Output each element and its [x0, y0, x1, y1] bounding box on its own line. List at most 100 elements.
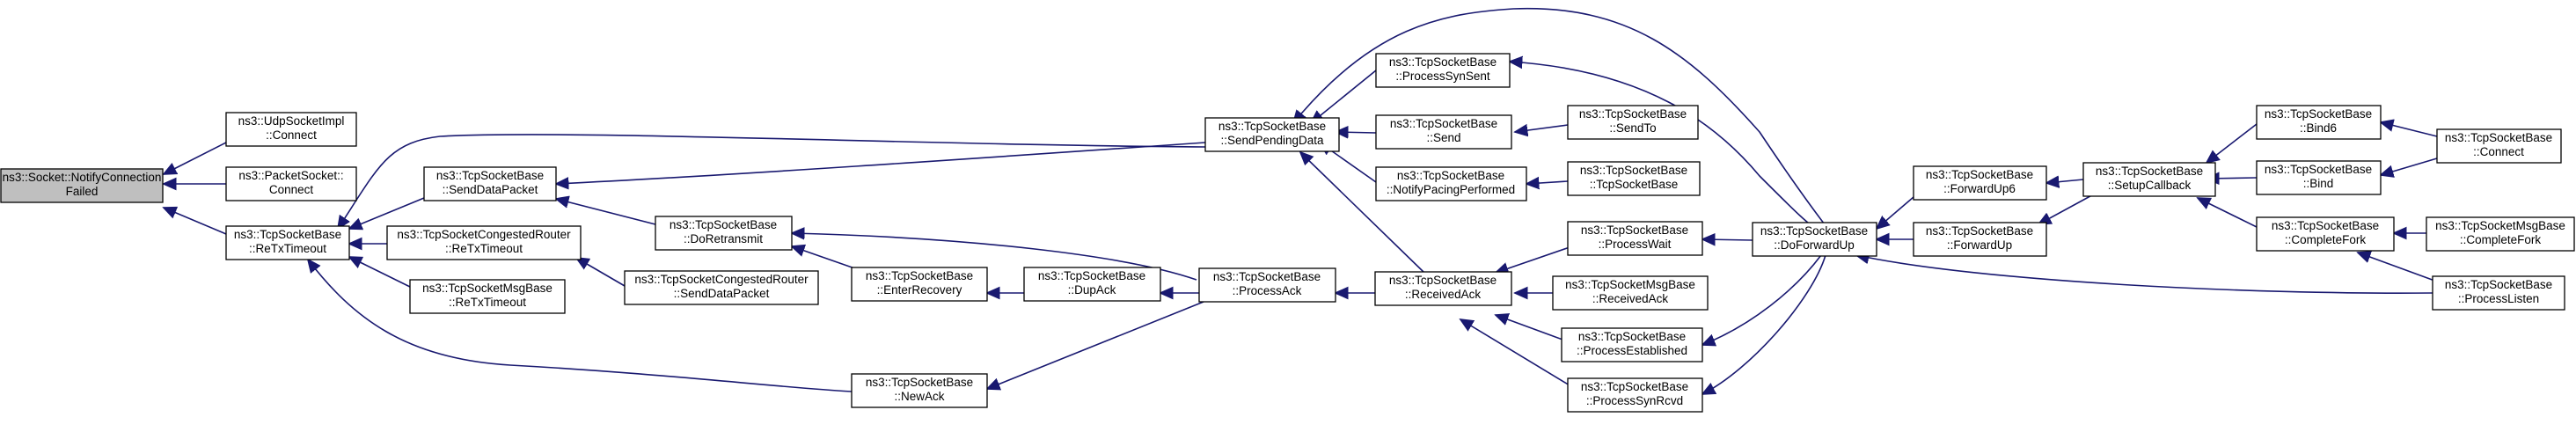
- edge-setupcb-to-forwardup6: [2046, 179, 2084, 183]
- node-tcp-connect[interactable]: ns3::TcpSocketBase ::Connect: [2436, 128, 2562, 164]
- node-label-line2: ::Bind: [2303, 177, 2334, 190]
- node-label-line1: ns3::TcpSocketBase: [1581, 380, 1688, 393]
- node-tcp-send-pending-data[interactable]: ns3::TcpSocketBase ::SendPendingData: [1204, 117, 1340, 152]
- node-label-line1: ns3::TcpSocketBase: [1926, 224, 2033, 238]
- node-udp-socket-impl-connect[interactable]: ns3::UdpSocketImpl ::Connect: [225, 112, 357, 147]
- node-label-line1: ns3::TcpSocketBase: [866, 269, 973, 282]
- node-tcp-send-data-packet[interactable]: ns3::TcpSocketBase ::SendDataPacket: [423, 166, 557, 201]
- node-tcp-new-ack[interactable]: ns3::TcpSocketBase ::NewAck: [851, 373, 988, 408]
- node-label-line1: ns3::TcpSocketBase: [1389, 55, 1497, 69]
- node-label-line1: ns3::TcpSocketBase: [2445, 278, 2552, 291]
- node-label-line1: ns3::TcpSocketBase: [1038, 269, 1145, 282]
- node-label-line1: ns3::TcpSocketBase: [1213, 270, 1321, 283]
- edge-msg-retx-to-retx: [349, 257, 411, 288]
- edge-doforward-to-synrcvd: [1702, 254, 1826, 394]
- node-label-line1: ns3::TcpSocketBase: [2265, 107, 2372, 121]
- node-msg-base-received-ack[interactable]: ns3::TcpSocketMsgBase ::ReceivedAck: [1552, 275, 1709, 311]
- edge-tcpsocketbase-to-pacing: [1526, 181, 1569, 184]
- node-label-line1: ns3::PacketSocket::: [238, 169, 343, 182]
- node-label-line2: ::Connect: [266, 128, 317, 142]
- node-tcp-process-syn-sent[interactable]: ns3::TcpSocketBase ::ProcessSynSent: [1375, 53, 1511, 88]
- edge-pending-to-retx: [338, 134, 1206, 229]
- node-label-line1: ns3::TcpSocketBase: [1760, 224, 1868, 238]
- edge-send-to-pending: [1336, 132, 1377, 133]
- node-congested-router-send-data-packet[interactable]: ns3::TcpSocketCongestedRouter ::SendData…: [624, 270, 819, 305]
- node-tcp-process-wait[interactable]: ns3::TcpSocketBase ::ProcessWait: [1567, 221, 1703, 256]
- node-label-line2: ::CompleteFork: [2285, 233, 2367, 246]
- edge-pending-to-senddata: [556, 142, 1206, 184]
- node-tcp-enter-recovery[interactable]: ns3::TcpSocketBase ::EnterRecovery: [851, 267, 988, 302]
- edge-established-to-receivedack: [1496, 315, 1573, 344]
- edge-doforward-to-synsent: [1510, 62, 1822, 232]
- edge-processack-to-retransmit: [792, 233, 1197, 281]
- edge-newack-to-retx: [308, 260, 853, 392]
- node-msg-base-complete-fork[interactable]: ns3::TcpSocketMsgBase ::CompleteFork: [2426, 216, 2575, 252]
- node-label-line1: ns3::TcpSocketBase: [1581, 223, 1688, 237]
- edge-doforward-to-established: [1702, 254, 1822, 345]
- node-tcp-do-retransmit[interactable]: ns3::TcpSocketBase ::DoRetransmit: [655, 216, 793, 251]
- edge-sendto-to-send: [1515, 125, 1569, 132]
- node-label-line2: ::ProcessSynSent: [1395, 70, 1490, 83]
- node-tcp-process-ack[interactable]: ns3::TcpSocketBase ::ProcessAck: [1198, 267, 1336, 303]
- node-label-line1: ns3::TcpSocketBase: [2096, 165, 2203, 178]
- node-label-line1: ns3::TcpSocketBase: [436, 169, 544, 182]
- node-label-line1: ns3::TcpSocketBase: [1397, 169, 1504, 182]
- node-tcp-send[interactable]: ns3::TcpSocketBase ::Send: [1375, 114, 1512, 150]
- edge-retransmit-to-senddata: [556, 199, 656, 225]
- node-label-line1: ns3::TcpSocketBase: [1926, 168, 2033, 181]
- node-tcp-forward-up6[interactable]: ns3::TcpSocketBase ::ForwardUp6: [1913, 165, 2047, 201]
- edge-bind6-to-setupcb: [2206, 123, 2258, 163]
- node-tcp-retx-timeout[interactable]: ns3::TcpSocketBase ::ReTxTimeout: [225, 225, 350, 260]
- edge-completefork-to-setupcb: [2198, 198, 2258, 228]
- node-label-line2: ::TcpSocketBase: [1590, 178, 1679, 191]
- edge-doforward-to-pending: [1293, 7, 1831, 232]
- node-label-line1: ns3::TcpSocketCongestedRouter: [397, 228, 571, 241]
- node-label-line2: ::ForwardUp6: [1943, 182, 2016, 195]
- node-tcp-process-established[interactable]: ns3::TcpSocketBase ::ProcessEstablished: [1561, 327, 1703, 362]
- edge-retx-to-notify: [164, 208, 227, 235]
- node-label-line2: ::DoRetransmit: [684, 232, 763, 245]
- node-tcp-process-listen[interactable]: ns3::TcpSocketBase ::ProcessListen: [2432, 275, 2565, 311]
- node-tcp-complete-fork[interactable]: ns3::TcpSocketBase ::CompleteFork: [2256, 216, 2395, 252]
- edge-connect-to-bind6: [2381, 122, 2438, 137]
- edge-congested-send-to-congested-retx: [576, 258, 626, 287]
- node-label-line1: ns3::TcpSocketBase: [2445, 131, 2552, 144]
- node-label-line1: ns3::TcpSocketMsgBase: [2435, 219, 2565, 232]
- node-tcp-setup-callback[interactable]: ns3::TcpSocketBase ::SetupCallback: [2082, 162, 2216, 197]
- node-label-line1: ns3::TcpSocketBase: [866, 376, 973, 389]
- node-tcp-socket-base-ctor[interactable]: ns3::TcpSocketBase ::TcpSocketBase: [1567, 161, 1701, 196]
- node-label-line2: ::SendPendingData: [1220, 134, 1324, 147]
- edge-udp-connect-to-notify: [164, 142, 227, 174]
- node-tcp-notify-pacing-performed[interactable]: ns3::TcpSocketBase ::NotifyPacingPerform…: [1375, 166, 1527, 201]
- node-tcp-process-syn-rcvd[interactable]: ns3::TcpSocketBase ::ProcessSynRcvd: [1567, 377, 1703, 413]
- edge-synrcvd-to-receivedack: [1460, 319, 1584, 394]
- node-tcp-bind[interactable]: ns3::TcpSocketBase ::Bind: [2256, 160, 2382, 195]
- node-socket-notify-connection-failed[interactable]: ns3::Socket::NotifyConnection Failed: [0, 168, 164, 203]
- node-label-line2: ::CompleteFork: [2460, 233, 2542, 246]
- node-label-line2: ::ReTxTimeout: [445, 242, 523, 255]
- node-tcp-forward-up[interactable]: ns3::TcpSocketBase ::ForwardUp: [1913, 222, 2047, 257]
- node-label-line1: ns3::TcpSocketBase: [1579, 107, 1687, 121]
- node-tcp-dup-ack[interactable]: ns3::TcpSocketBase ::DupAck: [1023, 267, 1161, 302]
- node-label-line1: ns3::TcpSocketBase: [1390, 117, 1497, 130]
- node-tcp-bind6[interactable]: ns3::TcpSocketBase ::Bind6: [2256, 105, 2382, 140]
- node-label-line2: ::ReceivedAck: [1592, 292, 1669, 305]
- edge-senddata-to-retx: [349, 197, 425, 229]
- node-msg-base-retx-timeout[interactable]: ns3::TcpSocketMsgBase ::ReTxTimeout: [409, 279, 566, 314]
- edge-processlisten-to-doforward: [1856, 255, 2433, 294]
- node-label-line2: ::SetupCallback: [2108, 179, 2192, 192]
- node-tcp-send-to[interactable]: ns3::TcpSocketBase ::SendTo: [1567, 105, 1699, 140]
- node-label-line2: ::SendTo: [1609, 121, 1656, 135]
- node-tcp-do-forward-up[interactable]: ns3::TcpSocketBase ::DoForwardUp: [1752, 222, 1877, 257]
- node-label-line1: ns3::TcpSocketBase: [1578, 330, 1686, 343]
- node-packet-socket-connect[interactable]: ns3::PacketSocket:: Connect: [225, 166, 357, 201]
- edge-processlisten-to-completefork: [2358, 253, 2438, 282]
- node-label-line2: ::ProcessListen: [2458, 292, 2539, 305]
- node-label-line2: ::ProcessSynRcvd: [1586, 394, 1683, 407]
- node-congested-router-retx-timeout[interactable]: ns3::TcpSocketCongestedRouter ::ReTxTime…: [386, 225, 582, 260]
- node-label-line1: ns3::TcpSocketCongestedRouter: [634, 273, 809, 286]
- node-label-line2: ::ReTxTimeout: [249, 242, 326, 255]
- node-label-line2: ::SendDataPacket: [674, 287, 770, 300]
- node-tcp-received-ack[interactable]: ns3::TcpSocketBase ::ReceivedAck: [1374, 271, 1512, 306]
